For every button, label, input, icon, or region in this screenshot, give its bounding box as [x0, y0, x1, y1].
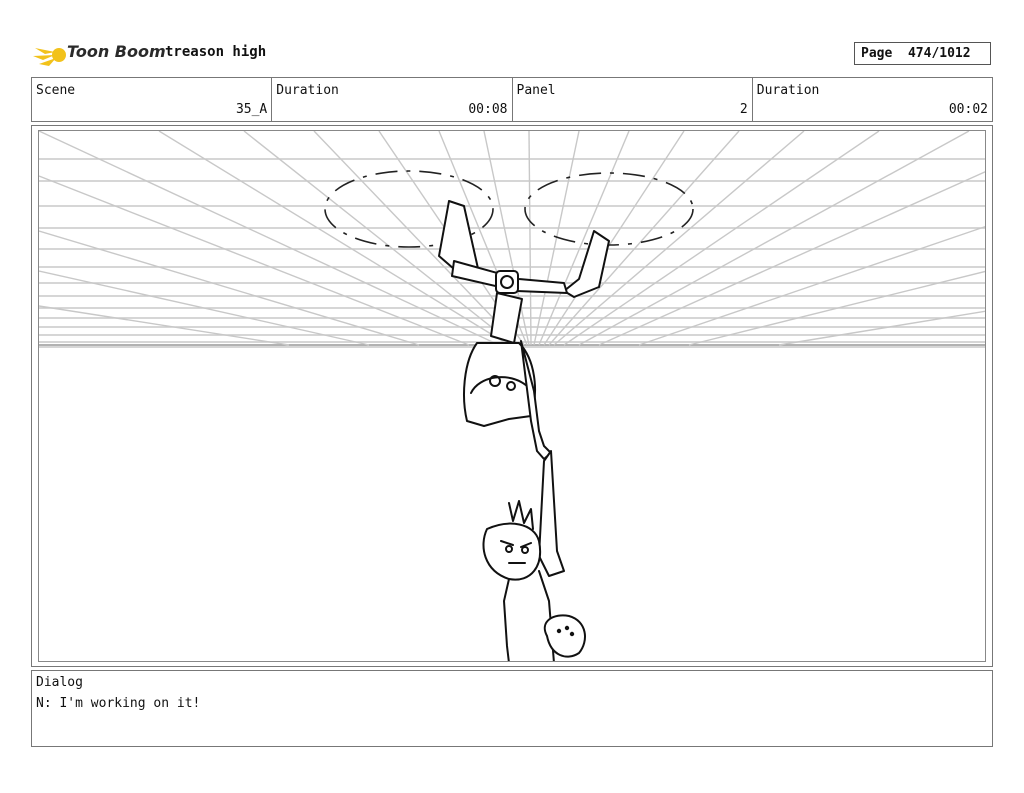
- page-label: Page: [861, 46, 893, 61]
- project-title: treason high: [165, 44, 267, 60]
- panel-cell: Panel 2: [513, 78, 753, 121]
- dialog-label: Dialog: [36, 675, 83, 690]
- storyboard-panel: [38, 130, 986, 662]
- upside-down-character: [438, 200, 610, 460]
- panel-label: Panel: [516, 83, 556, 98]
- scene-duration-cell: Duration 00:08: [272, 78, 513, 121]
- panel-frame: [31, 125, 993, 667]
- dialog-text: N: I'm working on it!: [36, 696, 201, 711]
- toon-boom-logo-icon: [33, 48, 66, 66]
- page-indicator: Page 474/1012: [854, 42, 991, 65]
- scene-value: 35_A: [235, 102, 268, 117]
- panel-value: 2: [739, 102, 748, 117]
- panel-duration-value: 00:02: [948, 102, 988, 117]
- scene-duration-label: Duration: [276, 83, 339, 98]
- page-number: 474/1012: [907, 46, 971, 61]
- panel-sketch: [39, 131, 985, 661]
- panel-duration-label: Duration: [756, 83, 820, 98]
- dialog-box: Dialog N: I'm working on it!: [31, 670, 993, 747]
- panel-duration-cell: Duration 00:02: [753, 78, 992, 121]
- scene-label: Scene: [36, 83, 76, 98]
- scene-duration-value: 00:08: [468, 102, 508, 117]
- spin-motion-lines: [324, 170, 694, 248]
- scene-info-row: Scene 35_A Duration 00:08 Panel 2 Durati…: [31, 77, 993, 122]
- logo-text: Toon Boom: [67, 42, 166, 61]
- scene-cell: Scene 35_A: [32, 78, 273, 121]
- reaching-character: [482, 450, 586, 661]
